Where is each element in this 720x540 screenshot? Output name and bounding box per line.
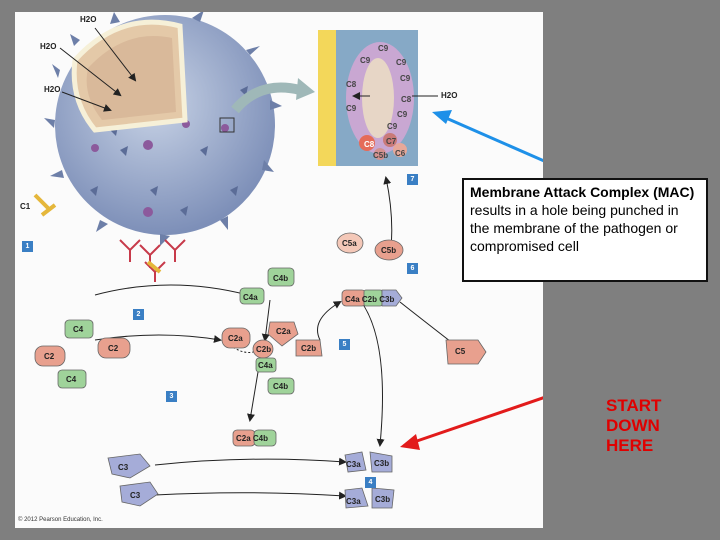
callout-title: Membrane Attack Complex (MAC) (470, 184, 695, 200)
c2a-label: C2a (228, 334, 243, 343)
step-badge: 3 (166, 391, 177, 402)
h2o-label: H2O (44, 85, 61, 94)
c4a-label: C4a (258, 361, 273, 370)
mac-c8-label: C8 (346, 80, 357, 89)
h2o-label: H2O (40, 42, 57, 51)
start-note-line: HERE (606, 436, 654, 455)
start-note: START DOWN HERE (606, 396, 661, 456)
step-badge: 2 (133, 309, 144, 320)
h2o-label: H2O (441, 91, 458, 100)
mac-inset (318, 30, 438, 166)
c2-label: C2 (44, 352, 55, 361)
c1-complex (33, 193, 162, 274)
c4-label: C4 (66, 375, 77, 384)
callout-body: results in a hole being punched in the m… (470, 202, 679, 254)
mac-c9-label: C9 (396, 58, 407, 67)
c2a-c4b-label: C2a C4b (236, 434, 269, 443)
mac-c6-label: C6 (395, 149, 406, 158)
mac-callout: Membrane Attack Complex (MAC) results in… (462, 178, 708, 282)
mac-c5b-label: C5b (373, 151, 389, 160)
mac-c9-label: C9 (387, 122, 398, 131)
c2b-label: C2b (301, 344, 317, 353)
c4-label: C4 (73, 325, 84, 334)
step-badge: 7 (407, 174, 418, 185)
step-badge: 5 (339, 339, 350, 350)
h2o-label: H2O (80, 15, 97, 24)
mac-c9-label: C9 (378, 44, 389, 53)
mac-c9-label: C9 (397, 110, 408, 119)
mac-c9-label: C9 (360, 56, 371, 65)
c1-label: C1 (20, 202, 31, 211)
step-badge: 1 (22, 241, 33, 252)
proteins (34, 232, 487, 509)
step-badge: 6 (407, 263, 418, 274)
c5b-label: C5b (381, 246, 397, 255)
step-badge: 4 (365, 477, 376, 488)
c4a-c2b-c3b-label: C4a C2b C3b (345, 295, 395, 304)
mac-c9-label: C9 (400, 74, 411, 83)
pathogen-cell (44, 12, 282, 246)
mac-c7-label: C7 (386, 137, 397, 146)
c5a-label: C5a (342, 239, 357, 248)
c5-label: C5 (455, 347, 466, 356)
diagram-panel (15, 12, 543, 528)
complement-diagram (33, 12, 543, 509)
copyright: © 2012 Pearson Education, Inc. (18, 517, 103, 523)
c3a-label: C3a (346, 497, 361, 506)
mac-c8-label: C8 (364, 140, 375, 149)
red-arrow (400, 396, 543, 450)
start-note-line: START (606, 396, 662, 415)
c2-label: C2 (108, 344, 119, 353)
c2a-label: C2a (276, 327, 291, 336)
c3-label: C3 (118, 463, 129, 472)
c3a-label: C3a (346, 460, 361, 469)
c4b-label: C4b (273, 382, 289, 391)
c4a-label: C4a (243, 293, 258, 302)
mac-c8-label: C8 (401, 95, 412, 104)
antibody-cluster (119, 239, 186, 282)
c2b-label: C2b (256, 345, 272, 354)
c3b-label: C3b (374, 459, 390, 468)
c3b-label: C3b (375, 495, 391, 504)
zoom-arrow (231, 82, 302, 114)
c4b-label: C4b (273, 274, 289, 283)
c3-label: C3 (130, 491, 141, 500)
blue-arrow (432, 110, 543, 163)
start-note-line: DOWN (606, 416, 660, 435)
mac-c9-label: C9 (346, 104, 357, 113)
